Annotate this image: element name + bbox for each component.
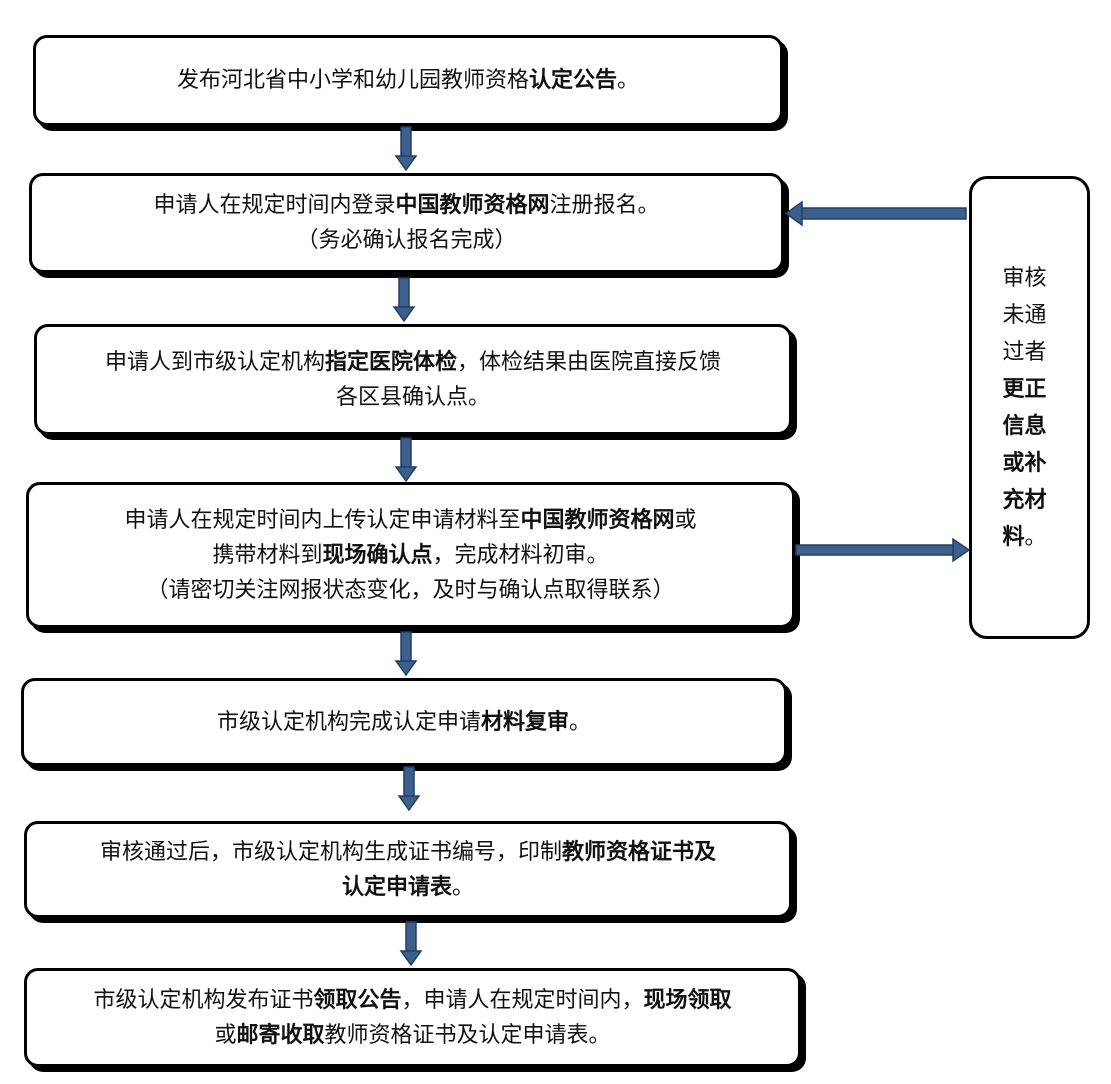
emphasized-text: 中国教师资格网 (520, 507, 675, 533)
text-line: 信息 (1003, 408, 1057, 445)
arrow-step5-to-step6 (398, 766, 420, 811)
emphasized-text: 充材 (1002, 487, 1047, 513)
arrow-step1-to-step2 (395, 126, 417, 171)
text-run: ，体检结果由医院直接反馈 (457, 349, 722, 375)
step-7-certificate-collection-box: 市级认定机构发布证书领取公告，申请人在规定时间内，现场领取或邮寄收取教师资格证书… (24, 968, 801, 1067)
text-run: 。 (452, 874, 475, 900)
text-run: 注册报名。 (549, 193, 660, 218)
text-run: ，申请人在规定时间内， (401, 987, 644, 1013)
emphasized-text: 更正 (1002, 376, 1047, 402)
text-line: 市级认定机构发布证书领取公告，申请人在规定时间内，现场领取 (93, 983, 731, 1018)
text-run: 市级认定机构发布证书 (93, 987, 314, 1013)
text-run: ，完成材料初审。 (432, 542, 609, 568)
arrow-side-to-step2 (784, 200, 967, 227)
emphasized-text: 领取公告 (313, 987, 402, 1013)
text-line: 申请人到市级认定机构指定医院体检，体检结果由医院直接反馈 (105, 345, 721, 380)
text-line: （请密切关注网报状态变化，及时与确认点取得联系） (146, 573, 674, 608)
text-run: 市级认定机构完成认定申请 (216, 709, 481, 735)
text-run: 携带材料到 (212, 542, 323, 568)
arrow-step4-to-side (795, 537, 971, 563)
step-1-announcement-box: 发布河北省中小学和幼儿园教师资格认定公告。 (33, 35, 783, 126)
arrow-step6-to-step7 (400, 921, 422, 966)
step-6-certificate-printing-box: 审核通过后，市级认定机构生成证书编号，印制教师资格证书及认定申请表。 (24, 821, 792, 918)
text-line: 未通 (1003, 297, 1057, 334)
text-line: 充材 (1003, 482, 1057, 519)
text-line: 或邮寄收取教师资格证书及认定申请表。 (214, 1018, 610, 1053)
arrow-step2-to-step3 (393, 277, 415, 322)
text-line: 料。 (1003, 519, 1057, 556)
text-run: 申请人在规定时间内登录 (153, 193, 396, 218)
emphasized-text: 中国教师资格网 (395, 193, 550, 218)
text-line: 或补 (1003, 445, 1057, 482)
text-run: 或 (674, 507, 697, 533)
emphasized-text: 邮寄收取 (236, 1022, 325, 1048)
arrow-step4-to-step5 (395, 631, 417, 676)
arrow-step3-to-step4 (395, 437, 417, 482)
text-line: 携带材料到现场确认点，完成材料初审。 (212, 538, 608, 573)
text-line: 审核通过后，市级认定机构生成证书编号，印制教师资格证书及 (100, 835, 716, 870)
step-4-material-upload-box: 申请人在规定时间内上传认定申请材料至中国教师资格网或携带材料到现场确认点，完成材… (26, 482, 795, 628)
emphasized-text: 信息 (1002, 413, 1047, 439)
text-run: 过者 (1002, 339, 1047, 365)
text-line: （务必确认报名完成） (296, 223, 516, 258)
text-run: 。 (1024, 524, 1047, 550)
text-run: 教师资格证书及认定申请表。 (324, 1022, 611, 1048)
text-line: 审核 (1003, 260, 1057, 297)
emphasized-text: 料 (1002, 524, 1025, 550)
text-run: 未通 (1002, 302, 1047, 328)
emphasized-text: 指定医院体检 (324, 349, 457, 375)
step-2-online-registration-box: 申请人在规定时间内登录中国教师资格网注册报名。 （务必确认报名完成） (29, 173, 784, 273)
emphasized-text: 材料复审 (480, 709, 569, 735)
text-line: 认定申请表。 (342, 870, 474, 905)
step-3-medical-exam-box: 申请人到市级认定机构指定医院体检，体检结果由医院直接反馈各区县确认点。 (34, 324, 792, 435)
emphasized-text: 现场确认点 (322, 542, 433, 568)
step-5-material-review-box: 市级认定机构完成认定申请材料复审。 (21, 678, 787, 766)
text-run: 申请人到市级认定机构 (104, 349, 325, 375)
failed-review-side-box: 审核未通过者更正信息或补充材料。 (969, 176, 1090, 639)
text-line: 过者 (1003, 334, 1057, 371)
text-line: 各区县确认点。 (336, 380, 490, 415)
text-line: 更正 (1003, 371, 1057, 408)
text-run: 申请人在规定时间内上传认定申请材料至 (124, 507, 521, 533)
text-run: 或 (214, 1022, 237, 1048)
text-run: 发布河北省中小学和幼儿园教师资格 (176, 68, 529, 93)
text-line: 市级认定机构完成认定申请材料复审。 (217, 705, 591, 740)
emphasized-text: 认定公告 (528, 68, 617, 93)
text-run: 审核 (1002, 265, 1047, 291)
text-run: 各区县确认点。 (335, 384, 490, 410)
emphasized-text: 认定申请表 (341, 874, 452, 900)
text-line: 申请人在规定时间内上传认定申请材料至中国教师资格网或 (124, 503, 696, 538)
text-line: 申请人在规定时间内登录中国教师资格网注册报名。 (153, 188, 659, 223)
text-run: 审核通过后，市级认定机构生成证书编号，印制 (99, 839, 562, 865)
text-run: （务必确认报名完成） (296, 228, 517, 253)
text-run: 。 (569, 709, 592, 735)
emphasized-text: 或补 (1002, 450, 1047, 476)
emphasized-text: 现场领取 (643, 987, 732, 1013)
text-run: 。 (617, 68, 640, 93)
text-line: 发布河北省中小学和幼儿园教师资格认定公告。 (177, 63, 639, 98)
text-run: （请密切关注网报状态变化，及时与确认点取得联系） (146, 577, 675, 603)
emphasized-text: 教师资格证书及 (562, 839, 717, 865)
